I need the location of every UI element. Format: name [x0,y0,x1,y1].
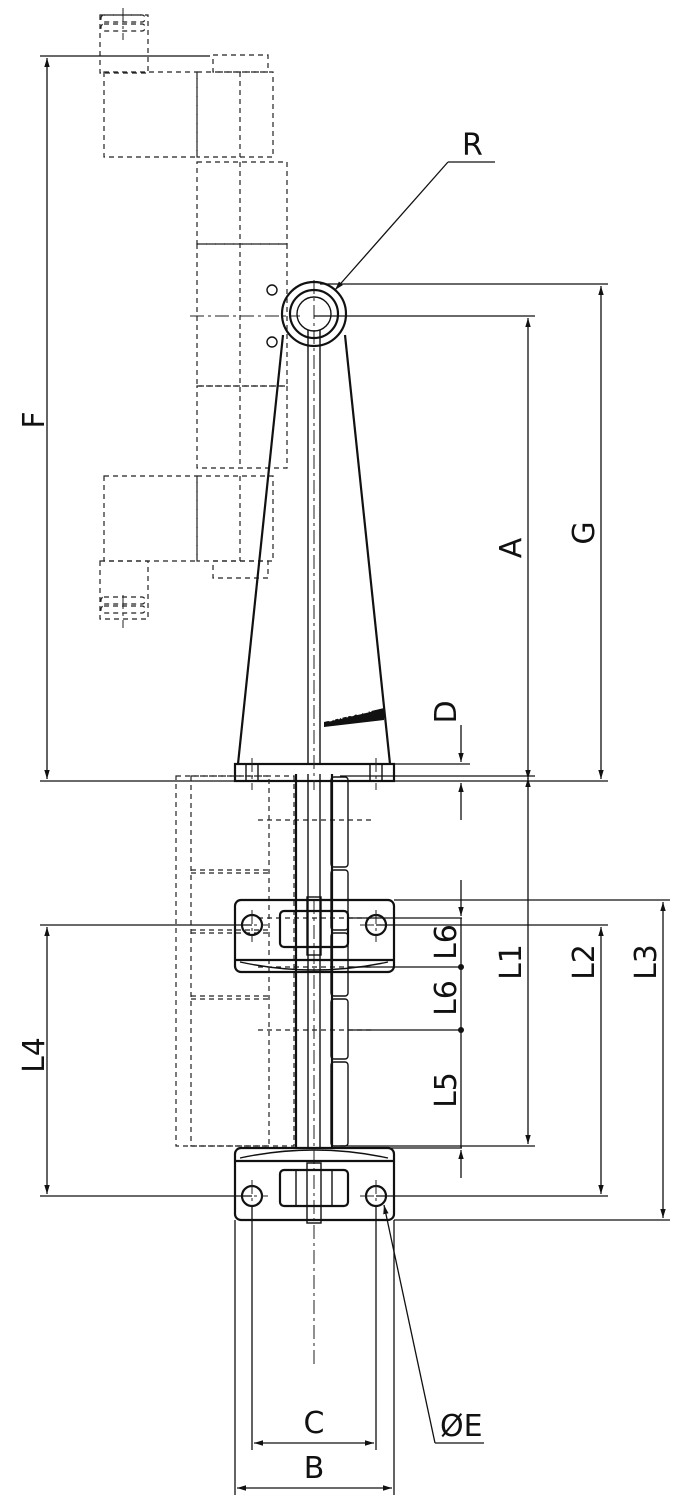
label-l4: L4 [17,1037,52,1073]
label-f: F [17,411,52,428]
label-l3: L3 [629,944,664,980]
dim-l3: L3 [394,899,670,1221]
label-l6-upper: L6 [429,924,464,960]
r-leader: R [334,128,495,291]
label-l1: L1 [494,944,529,980]
dim-a: A [314,315,535,782]
dim-b: B [234,1220,395,1495]
label-e: ØE [440,1409,483,1444]
dim-l2: L2 [376,924,608,1197]
dim-l5-l6: L6 L6 L5 [348,880,464,1178]
bracket-body [233,280,396,790]
dim-l4: L4 [17,924,252,1197]
side-view: CAMOZZI R F A G [17,8,608,820]
label-d: D [429,700,464,723]
dim-f: F [17,55,240,782]
label-a: A [494,537,529,558]
camozzi-logo: CAMOZZI [324,705,384,727]
valve-outline-dashed [99,8,300,628]
label-c: C [304,1406,325,1441]
dim-l1: L1 [340,775,535,1147]
dim-d: D [394,700,470,820]
label-l2: L2 [567,944,602,980]
label-l6-lower: L6 [429,980,464,1016]
central-rod [294,774,334,1365]
label-r: R [462,128,483,163]
dim-g: G [320,283,608,782]
top-plate [233,896,396,974]
plan-view: L4 L1 L2 L3 [17,774,670,1495]
pivot-ring [280,280,348,348]
label-l5: L5 [429,1072,464,1108]
dim-e: ØE [383,1204,484,1444]
label-g: G [567,521,602,544]
label-b: B [304,1451,325,1486]
dim-c: C [251,1206,377,1450]
